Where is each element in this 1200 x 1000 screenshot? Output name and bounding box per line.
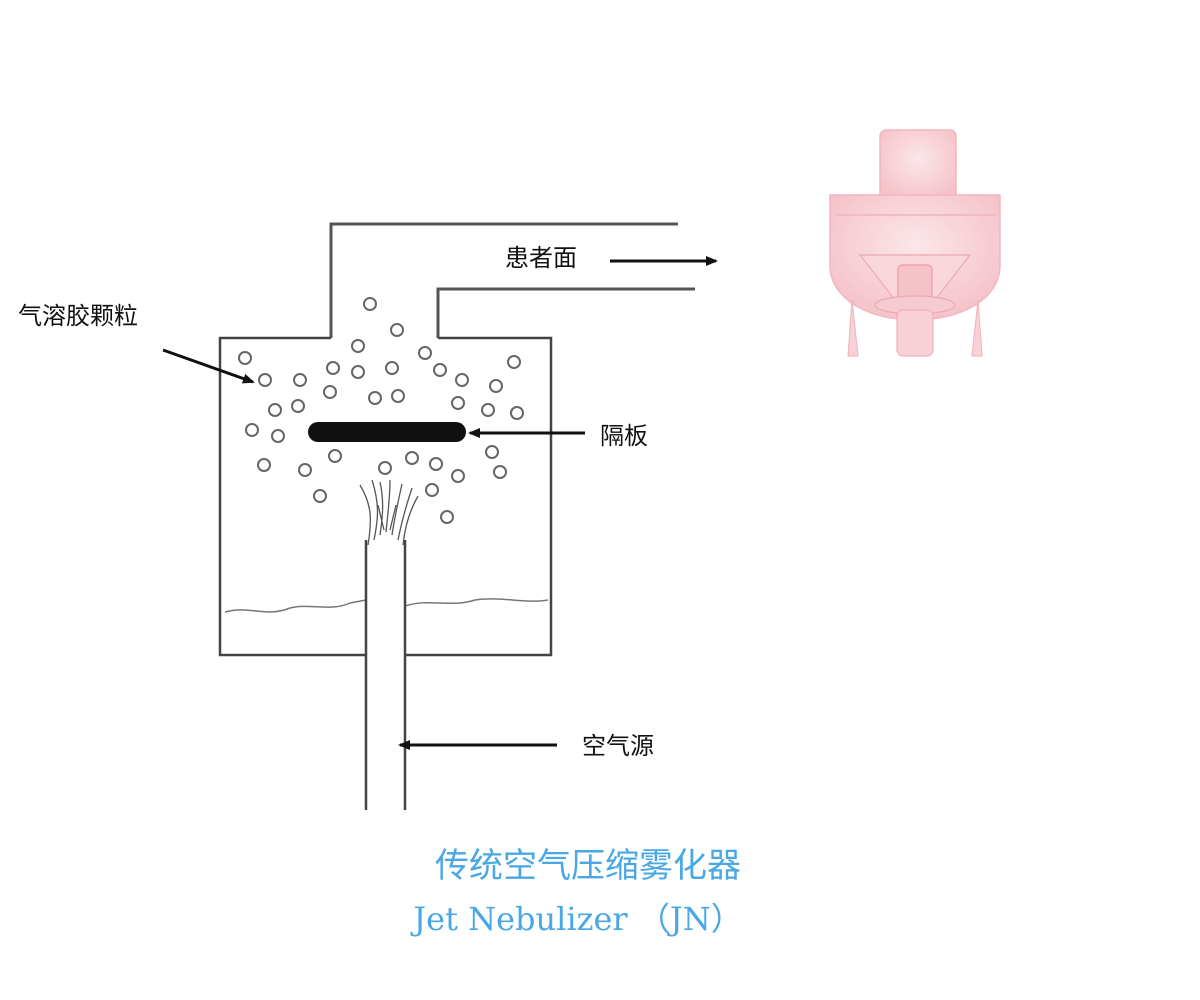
title-chinese: 传统空气压缩雾化器	[435, 846, 741, 886]
air-source-label: 空气源	[582, 732, 654, 760]
title-english: Jet Nebulizer （JN）	[410, 900, 742, 938]
aerosol-particles	[238, 297, 524, 524]
arrows	[162, 256, 718, 750]
baffle-label: 隔板	[600, 422, 648, 450]
patient-label: 患者面	[505, 244, 577, 272]
aerosol-arrow	[162, 348, 255, 384]
liquid-surface	[224, 598, 549, 613]
jet-spray	[359, 479, 419, 546]
nebulizer-device-image	[829, 129, 1001, 357]
baffle-plate	[308, 422, 466, 442]
outlet-tube	[329, 222, 695, 338]
air-supply-tube	[364, 540, 407, 810]
nebulizer-chamber	[218, 336, 553, 657]
aerosol-label: 气溶胶颗粒	[18, 302, 138, 330]
